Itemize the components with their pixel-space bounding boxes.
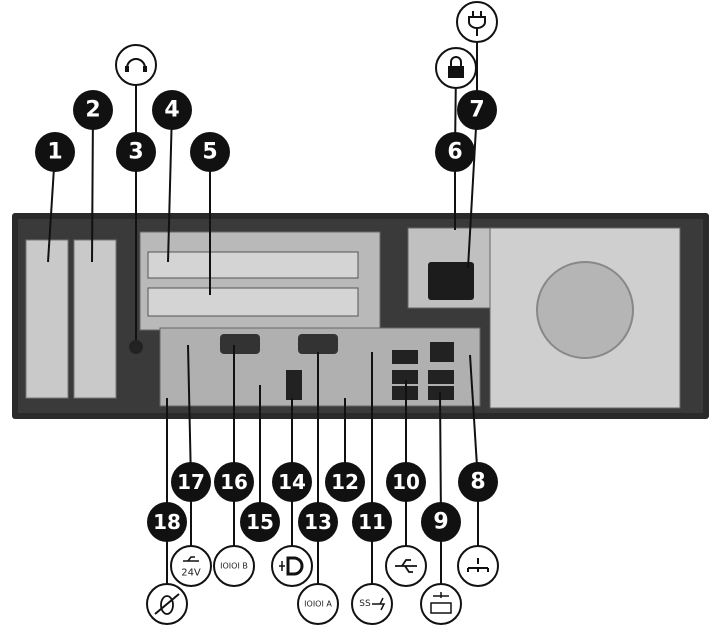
usb-superspeed-icon: SS [351,583,393,625]
leader-line-7 [467,109,478,269]
callout-13: 13 [298,502,338,542]
callout-7: 7 [457,90,497,130]
lock-icon [435,47,477,89]
power-plug-icon [456,1,498,43]
callout-number: 2 [85,98,100,123]
leader-line-9 [439,391,442,523]
callout-16: 16 [214,462,254,502]
callout-15: 15 [240,502,280,542]
callout-1: 1 [35,132,75,172]
callout-4: 4 [152,90,192,130]
callout-number: 17 [177,470,205,494]
callout-6: 6 [435,132,475,172]
callout-number: 1 [47,140,62,165]
leader-line-8 [469,354,479,483]
callout-11: 11 [352,502,392,542]
no-mouse-icon [146,583,188,625]
callout-5: 5 [190,132,230,172]
keyboard-usb-icon [420,583,462,625]
callout-number: 16 [220,470,248,494]
serial-a-icon: IOIOI A [297,583,339,625]
callout-12: 12 [325,462,365,502]
callout-number: 6 [447,140,462,165]
usb-24v-label: 24V [181,568,201,579]
callout-number: 15 [246,510,274,534]
chassis [12,213,709,419]
port-icons: SS IOIOI A IOIOI B 24V [115,1,499,625]
callout-number: 12 [331,470,359,494]
callout-number: 7 [469,98,484,123]
callout-number: 11 [358,510,386,534]
callout-number: 13 [304,510,332,534]
callout-number: 8 [470,470,485,495]
serial-b-label: IOIOI B [220,562,248,571]
network-icon [457,545,499,587]
callout-number: 18 [153,510,181,534]
callout-3: 3 [116,132,156,172]
callout-number: 3 [128,140,143,165]
serial-b-icon: IOIOI B [213,545,255,587]
callout-number: 9 [433,510,448,535]
callout-10: 10 [386,462,426,502]
leader-line-17 [187,344,192,483]
displayport-icon [271,545,313,587]
callout-8: 8 [458,462,498,502]
callout-14: 14 [272,462,312,502]
callout-number: 4 [164,98,179,123]
callout-18: 18 [147,502,187,542]
callout-9: 9 [421,502,461,542]
callout-number: 10 [392,470,420,494]
callout-number: 14 [278,470,306,494]
callout-number: 5 [202,140,217,165]
usb-24v-icon: 24V [170,545,212,587]
superspeed-label: SS [359,599,371,609]
usb-icon [385,545,427,587]
headset-icon [115,44,157,86]
leader-line-2 [91,109,94,263]
leader-line-4 [167,109,173,263]
callout-17: 17 [171,462,211,502]
callout-2: 2 [73,90,113,130]
serial-a-label: IOIOI A [304,600,332,609]
